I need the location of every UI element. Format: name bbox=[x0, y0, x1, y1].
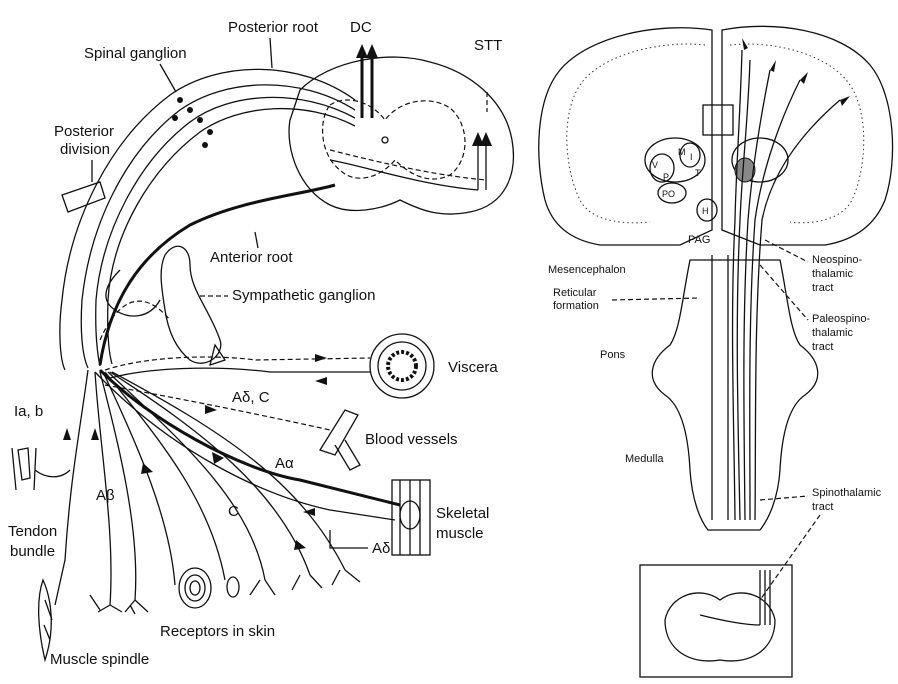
label-medulla: Medulla bbox=[625, 453, 664, 465]
tendon-bundle-drawing bbox=[12, 448, 36, 490]
label-receptors-in-skin: Receptors in skin bbox=[160, 623, 275, 640]
nerve-trunk-outer bbox=[60, 69, 355, 370]
cortical-projection-arrows bbox=[742, 38, 850, 106]
label-dc: DC bbox=[350, 19, 372, 36]
label-posterior-root: Posterior root bbox=[228, 19, 319, 36]
label-sympathetic-ganglion: Sympathetic ganglion bbox=[232, 287, 375, 304]
label-paleospinothalamic-line2: thalamic bbox=[812, 327, 853, 339]
nucleus-t: T bbox=[695, 168, 701, 178]
label-viscera: Viscera bbox=[448, 359, 498, 376]
label-a-beta: Aβ bbox=[96, 487, 115, 504]
label-posterior-division-line2: division bbox=[60, 141, 110, 158]
label-c: C bbox=[228, 503, 239, 520]
nerve-trunk-inner bbox=[81, 85, 355, 368]
label-blood-vessels: Blood vessels bbox=[365, 431, 458, 448]
right-hemisphere bbox=[722, 26, 893, 245]
label-neospinothalamic-line1: Neospino- bbox=[812, 254, 862, 266]
label-neospinothalamic-line3: tract bbox=[812, 282, 833, 294]
muscle-spindle-drawing bbox=[39, 580, 52, 660]
label-reticular-formation-line1: Reticular bbox=[553, 287, 597, 299]
label-neospinothalamic-line2: thalamic bbox=[812, 268, 853, 280]
label-skeletal-muscle-line1: Skeletal bbox=[436, 505, 489, 522]
nucleus-m: M bbox=[678, 147, 686, 157]
label-ia-b: Ia, b bbox=[14, 403, 43, 420]
nucleus-v: V bbox=[652, 160, 658, 170]
viscera-organ bbox=[370, 334, 434, 398]
stt-ascending-arrows bbox=[472, 92, 492, 190]
label-muscle-spindle: Muscle spindle bbox=[50, 651, 149, 668]
anterior-root bbox=[100, 185, 335, 365]
label-skeletal-muscle-line2: muscle bbox=[436, 525, 484, 542]
label-mesencephalon: Mesencephalon bbox=[548, 264, 626, 276]
label-tendon-bundle-line2: bundle bbox=[10, 543, 55, 560]
label-pag: PAG bbox=[688, 234, 710, 246]
label-tendon-bundle-line1: Tendon bbox=[8, 523, 57, 540]
label-paleospinothalamic-line1: Paleospino- bbox=[812, 313, 870, 325]
label-a-delta: Aδ bbox=[372, 540, 390, 557]
spinal-cord-section bbox=[289, 57, 513, 214]
label-spinothalamic-line1: Spinothalamic bbox=[812, 487, 882, 499]
blood-vessel-drawing bbox=[320, 410, 360, 470]
label-a-alpha: Aα bbox=[275, 455, 294, 472]
skin-receptor-fibres bbox=[35, 370, 360, 614]
label-spinal-ganglion: Spinal ganglion bbox=[84, 45, 187, 62]
central-canal bbox=[382, 137, 388, 143]
nucleus-po: PO bbox=[662, 189, 675, 199]
label-anterior-root: Anterior root bbox=[210, 249, 293, 266]
left-panel: Posterior root DC STT Spinal ganglion Po… bbox=[8, 19, 513, 668]
dc-ascending-arrows bbox=[356, 44, 378, 118]
skeletal-muscle-drawing bbox=[392, 480, 430, 555]
label-spinothalamic-line2: tract bbox=[812, 501, 833, 513]
nucleus-i: I bbox=[690, 152, 693, 162]
label-pons: Pons bbox=[600, 349, 626, 361]
label-a-delta-c: Aδ, C bbox=[232, 389, 270, 406]
right-panel: Mesencephalon Reticular formation PAG Po… bbox=[539, 26, 893, 677]
posterior-division-branch bbox=[62, 182, 105, 212]
spinal-ganglion-cells bbox=[172, 97, 213, 148]
label-posterior-division-line1: Posterior bbox=[54, 123, 114, 140]
skin-receptor-corpuscles bbox=[179, 568, 239, 608]
nucleus-p: P bbox=[663, 172, 669, 182]
label-paleospinothalamic-line3: tract bbox=[812, 341, 833, 353]
label-stt: STT bbox=[474, 37, 502, 54]
nucleus-h: H bbox=[702, 206, 709, 216]
left-hemisphere bbox=[539, 28, 712, 245]
label-reticular-formation-line2: formation bbox=[553, 300, 599, 312]
